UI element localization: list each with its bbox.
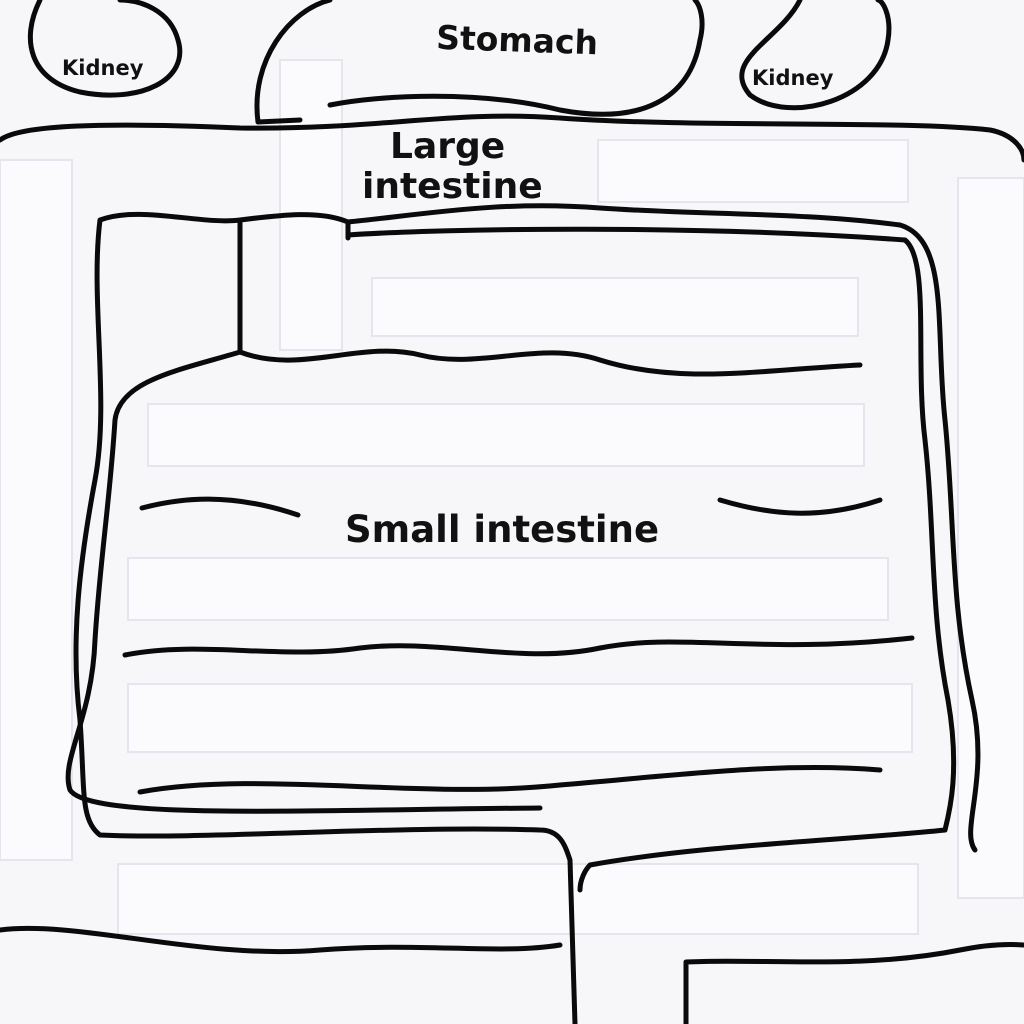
large-intestine-label-line1: Large [390, 126, 505, 167]
velcro-strip-4[interactable] [127, 683, 913, 753]
velcro-strip-right[interactable] [957, 177, 1024, 899]
velcro-strip-2[interactable] [147, 403, 865, 467]
small-intestine-wave-2 [137, 765, 883, 795]
kidney-right-outline [739, 0, 892, 111]
large-intestine-label-line2: intestine [362, 166, 543, 207]
velcro-strip-1[interactable] [371, 277, 859, 337]
velcro-strips [0, 59, 1024, 935]
velcro-strip-bottom[interactable] [117, 863, 919, 935]
stomach-label: Stomach [436, 18, 599, 63]
colon-inner [65, 219, 957, 893]
kidney-right-label: Kidney [752, 66, 834, 90]
small-intestine-mid-left [139, 496, 301, 518]
small-intestine-top [237, 348, 863, 377]
large-intestine-outline [0, 113, 1024, 163]
small-intestine-label: Small intestine [345, 508, 659, 551]
velcro-strip-vertical[interactable] [279, 59, 343, 351]
organ-labels: Kidney Stomach Kidney Large intestine Sm… [62, 18, 834, 551]
stomach-outline [254, 0, 705, 125]
velcro-strip-left[interactable] [0, 159, 73, 861]
small-intestine-wave-1 [122, 635, 915, 658]
bottom-outline [0, 925, 1024, 1024]
velcro-strip-top-right[interactable] [597, 139, 909, 203]
small-intestine-mid-right [717, 497, 883, 516]
velcro-strip-3[interactable] [127, 557, 889, 621]
kidney-left-label: Kidney [62, 56, 144, 80]
kidney-left-outline [27, 0, 183, 98]
